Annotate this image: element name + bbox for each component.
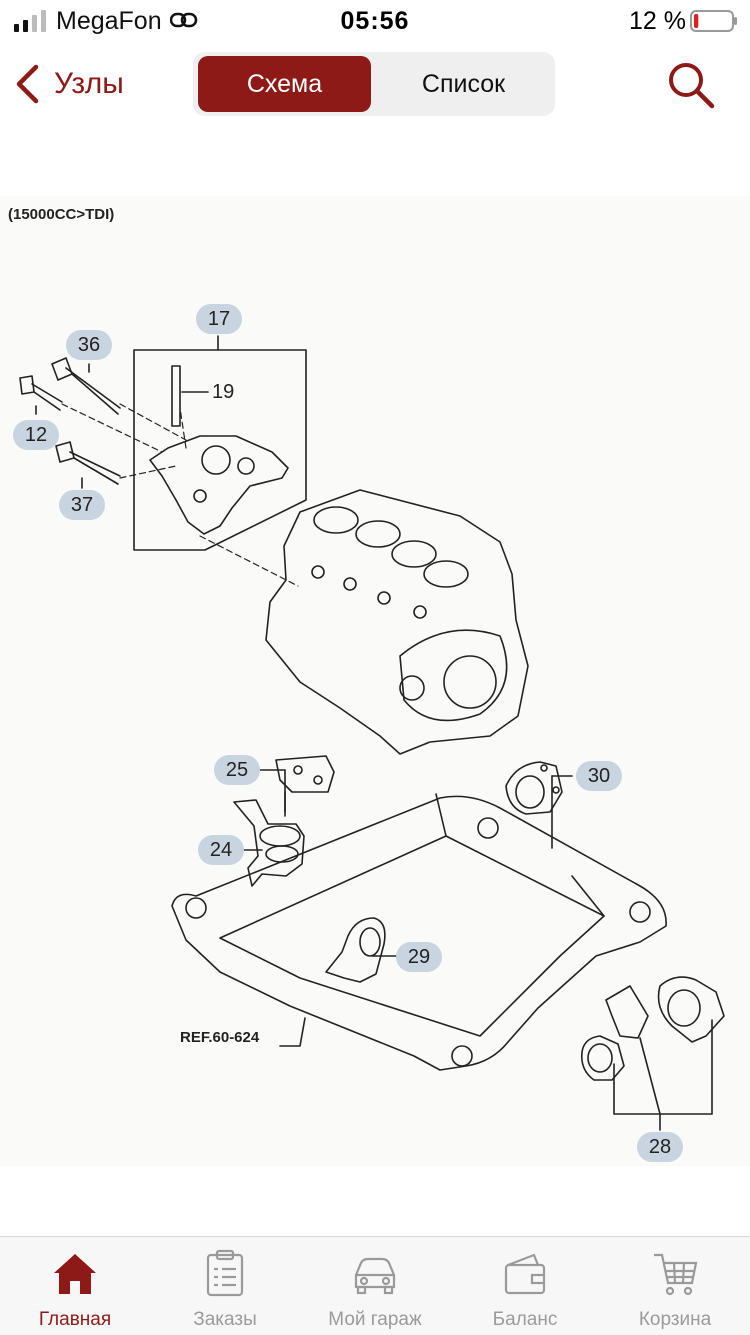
- callout-29[interactable]: 29: [396, 942, 442, 972]
- search-icon[interactable]: [666, 60, 716, 110]
- callout-17[interactable]: 17: [196, 304, 242, 334]
- battery-icon: [690, 10, 737, 32]
- nav-header: Узлы Схема Список: [0, 50, 750, 120]
- callout-28[interactable]: 28: [637, 1132, 683, 1162]
- reference-label[interactable]: REF.60-624: [180, 1029, 260, 1046]
- cart-icon: [654, 1253, 698, 1296]
- callout-24[interactable]: 24: [198, 835, 244, 865]
- callout-36[interactable]: 36: [66, 330, 112, 360]
- home-icon: [54, 1254, 96, 1294]
- back-button-label: Узлы: [54, 67, 124, 100]
- engine-mount-drawing: [19, 335, 725, 1131]
- back-button[interactable]: Узлы: [14, 64, 124, 104]
- engine-variant-label: (15000CC>TDI): [8, 206, 115, 223]
- tab-balance-label: Баланс: [492, 1309, 558, 1330]
- battery-percent: 12 %: [629, 7, 686, 35]
- tab-balance[interactable]: Баланс: [450, 1237, 600, 1335]
- wallet-icon: [504, 1253, 546, 1295]
- parts-diagram[interactable]: (15000CC>TDI) 17 36 12 37 19 25 30 24 29…: [0, 196, 750, 1166]
- tab-cart[interactable]: Корзина: [600, 1237, 750, 1335]
- tab-orders[interactable]: Заказы: [150, 1237, 300, 1335]
- view-segmented-control: Схема Список: [193, 52, 555, 116]
- callout-25[interactable]: 25: [214, 755, 260, 785]
- tab-home[interactable]: Главная: [0, 1237, 150, 1335]
- segment-scheme[interactable]: Схема: [198, 56, 371, 112]
- chevron-left-icon: [16, 64, 39, 104]
- clock: 05:56: [340, 7, 410, 35]
- callout-30[interactable]: 30: [576, 761, 622, 791]
- segment-list[interactable]: Список: [421, 70, 506, 98]
- callout-12[interactable]: 12: [13, 420, 59, 450]
- signal-icon: [14, 10, 46, 32]
- link-icon: [170, 12, 198, 28]
- tab-home-label: Главная: [38, 1309, 112, 1330]
- tab-garage-label: Мой гараж: [328, 1309, 422, 1330]
- callout-19[interactable]: 19: [212, 381, 235, 403]
- tab-cart-label: Корзина: [638, 1309, 712, 1330]
- tab-bar: Главная Заказы Мой гараж: [0, 1236, 750, 1335]
- carrier-name: MegaFon: [56, 7, 162, 35]
- tab-garage[interactable]: Мой гараж: [300, 1237, 450, 1335]
- car-icon: [354, 1257, 396, 1295]
- callout-37[interactable]: 37: [59, 490, 105, 520]
- status-bar: MegaFon 05:56 12 %: [0, 0, 750, 44]
- clipboard-icon: [206, 1249, 244, 1297]
- tab-orders-label: Заказы: [193, 1309, 257, 1330]
